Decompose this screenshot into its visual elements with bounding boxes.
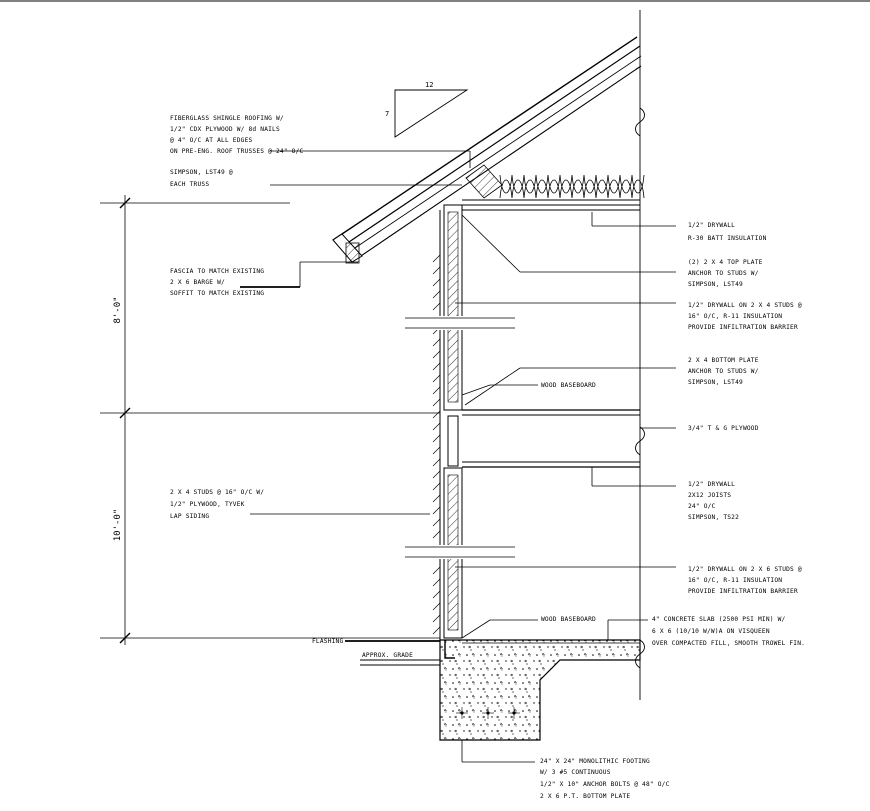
floor-assembly bbox=[447, 409, 640, 468]
svg-text:@ 4" O/C AT ALL EDGES: @ 4" O/C AT ALL EDGES bbox=[170, 137, 253, 144]
svg-text:R-30 BATT INSULATION: R-30 BATT INSULATION bbox=[688, 235, 767, 242]
svg-text:24" O/C: 24" O/C bbox=[688, 503, 716, 510]
svg-text:SIMPSON, LST49: SIMPSON, LST49 bbox=[688, 281, 743, 288]
svg-text:1/2" DRYWALL ON 2 X 4 STUDS @: 1/2" DRYWALL ON 2 X 4 STUDS @ bbox=[688, 302, 802, 309]
roof-assembly bbox=[332, 36, 642, 264]
svg-text:FIBERGLASS SHINGLE ROOFING W/: FIBERGLASS SHINGLE ROOFING W/ bbox=[170, 115, 284, 122]
annotation-simpson-truss: SIMPSON, LST49 @ EACH TRUSS bbox=[170, 169, 233, 188]
leader-lines bbox=[240, 150, 676, 763]
svg-text:EACH TRUSS: EACH TRUSS bbox=[170, 181, 209, 188]
ceiling-assembly bbox=[462, 174, 645, 211]
svg-text:ANCHOR TO STUDS W/: ANCHOR TO STUDS W/ bbox=[688, 270, 759, 277]
svg-text:PROVIDE INFILTRATION BARRIER: PROVIDE INFILTRATION BARRIER bbox=[688, 324, 798, 331]
annotation-ceiling: 1/2" DRYWALL R-30 BATT INSULATION bbox=[688, 222, 767, 242]
svg-text:W/ 3 #5 CONTINUOUS: W/ 3 #5 CONTINUOUS bbox=[540, 769, 611, 776]
annotation-siding: 2 X 4 STUDS @ 16" O/C W/ 1/2" PLYWOOD, T… bbox=[170, 489, 264, 520]
annotation-upper-wall: 1/2" DRYWALL ON 2 X 4 STUDS @ 16" O/C, R… bbox=[688, 302, 802, 331]
svg-text:SIMPSON, TS22: SIMPSON, TS22 bbox=[688, 514, 739, 521]
annotation-roofing: FIBERGLASS SHINGLE ROOFING W/ 1/2" CDX P… bbox=[170, 115, 304, 155]
annotation-slab: 4" CONCRETE SLAB (2500 PSI MIN) W/ 6 X 6… bbox=[652, 616, 805, 647]
svg-text:2 X 6 P.T. BOTTOM PLATE: 2 X 6 P.T. BOTTOM PLATE bbox=[540, 793, 630, 800]
annotation-baseboard-upper: WOOD BASEBOARD bbox=[541, 382, 596, 389]
svg-text:16" O/C, R-11 INSULATION: 16" O/C, R-11 INSULATION bbox=[688, 577, 782, 584]
dimension-lower: 10'-0" bbox=[113, 509, 123, 542]
svg-text:24" X 24" MONOLITHIC FOOTING: 24" X 24" MONOLITHIC FOOTING bbox=[540, 758, 650, 765]
roof-pitch-indicator: 12 7 bbox=[385, 81, 469, 138]
svg-text:2 X 6 BARGE W/: 2 X 6 BARGE W/ bbox=[170, 279, 225, 286]
svg-text:1/2" X 10" ANCHOR BOLTS @ 48": 1/2" X 10" ANCHOR BOLTS @ 48" O/C bbox=[540, 781, 670, 788]
svg-text:PROVIDE INFILTRATION BARRIER: PROVIDE INFILTRATION BARRIER bbox=[688, 588, 798, 595]
svg-text:2 X 4 BOTTOM PLATE: 2 X 4 BOTTOM PLATE bbox=[688, 357, 759, 364]
annotation-floor-joists: 1/2" DRYWALL 2X12 JOISTS 24" O/C SIMPSON… bbox=[688, 481, 739, 521]
annotation-lower-wall: 1/2" DRYWALL ON 2 X 6 STUDS @ 16" O/C, R… bbox=[688, 566, 802, 595]
svg-text:SOFFIT TO MATCH EXISTING: SOFFIT TO MATCH EXISTING bbox=[170, 290, 264, 297]
svg-text:16" O/C, R-11 INSULATION: 16" O/C, R-11 INSULATION bbox=[688, 313, 782, 320]
foundation-assembly bbox=[360, 639, 641, 741]
svg-text:2 X 4 STUDS @ 16" O/C W/: 2 X 4 STUDS @ 16" O/C W/ bbox=[170, 489, 264, 496]
svg-text:OVER COMPACTED FILL, SMOOTH TR: OVER COMPACTED FILL, SMOOTH TROWEL FIN. bbox=[652, 640, 805, 647]
svg-text:2X12 JOISTS: 2X12 JOISTS bbox=[688, 492, 731, 499]
svg-text:1/2" DRYWALL: 1/2" DRYWALL bbox=[688, 222, 735, 229]
svg-text:(2) 2 X 4 TOP PLATE: (2) 2 X 4 TOP PLATE bbox=[688, 259, 763, 266]
svg-text:1/2" DRYWALL: 1/2" DRYWALL bbox=[688, 481, 735, 488]
annotation-footing: 24" X 24" MONOLITHIC FOOTING W/ 3 #5 CON… bbox=[540, 758, 670, 800]
break-line-right bbox=[635, 10, 645, 700]
svg-text:1/2" PLYWOOD, TYVEK: 1/2" PLYWOOD, TYVEK bbox=[170, 501, 245, 508]
svg-text:1/2" DRYWALL ON 2 X 6 STUDS @: 1/2" DRYWALL ON 2 X 6 STUDS @ bbox=[688, 566, 802, 573]
svg-text:1/2" CDX PLYWOOD W/ 8d NAILS: 1/2" CDX PLYWOOD W/ 8d NAILS bbox=[170, 126, 280, 133]
svg-text:LAP SIDING: LAP SIDING bbox=[170, 513, 209, 520]
annotation-bottom-plate: 2 X 4 BOTTOM PLATE ANCHOR TO STUDS W/ SI… bbox=[688, 357, 759, 386]
svg-text:SIMPSON, LST49: SIMPSON, LST49 bbox=[688, 379, 743, 386]
svg-text:ON PRE-ENG. ROOF TRUSSES @ 24": ON PRE-ENG. ROOF TRUSSES @ 24" O/C bbox=[170, 148, 304, 155]
svg-text:SIMPSON, LST49 @: SIMPSON, LST49 @ bbox=[170, 169, 233, 176]
svg-text:FASCIA TO MATCH EXISTING: FASCIA TO MATCH EXISTING bbox=[170, 268, 264, 275]
annotation-top-plate: (2) 2 X 4 TOP PLATE ANCHOR TO STUDS W/ S… bbox=[688, 259, 763, 288]
svg-text:ANCHOR TO STUDS W/: ANCHOR TO STUDS W/ bbox=[688, 368, 759, 375]
annotation-fascia: FASCIA TO MATCH EXISTING 2 X 6 BARGE W/ … bbox=[170, 268, 264, 297]
annotation-flashing: FLASHING bbox=[312, 638, 343, 645]
annotation-subfloor: 3/4" T & G PLYWOOD bbox=[688, 425, 759, 432]
svg-text:4" CONCRETE SLAB (2500 PSI MIN: 4" CONCRETE SLAB (2500 PSI MIN) W/ bbox=[652, 616, 786, 623]
dimension-lines bbox=[100, 195, 440, 645]
annotation-baseboard-lower: WOOD BASEBOARD bbox=[541, 616, 596, 623]
wall-assembly bbox=[405, 204, 515, 640]
pitch-rise: 7 bbox=[385, 110, 389, 118]
annotation-grade: APPROX. GRADE bbox=[362, 652, 413, 659]
pitch-run: 12 bbox=[425, 81, 433, 89]
dimension-upper: 8'-0" bbox=[113, 296, 123, 323]
svg-text:6 X 6 (10/10 W/W)A ON VISQUEEN: 6 X 6 (10/10 W/W)A ON VISQUEEN bbox=[652, 628, 770, 635]
